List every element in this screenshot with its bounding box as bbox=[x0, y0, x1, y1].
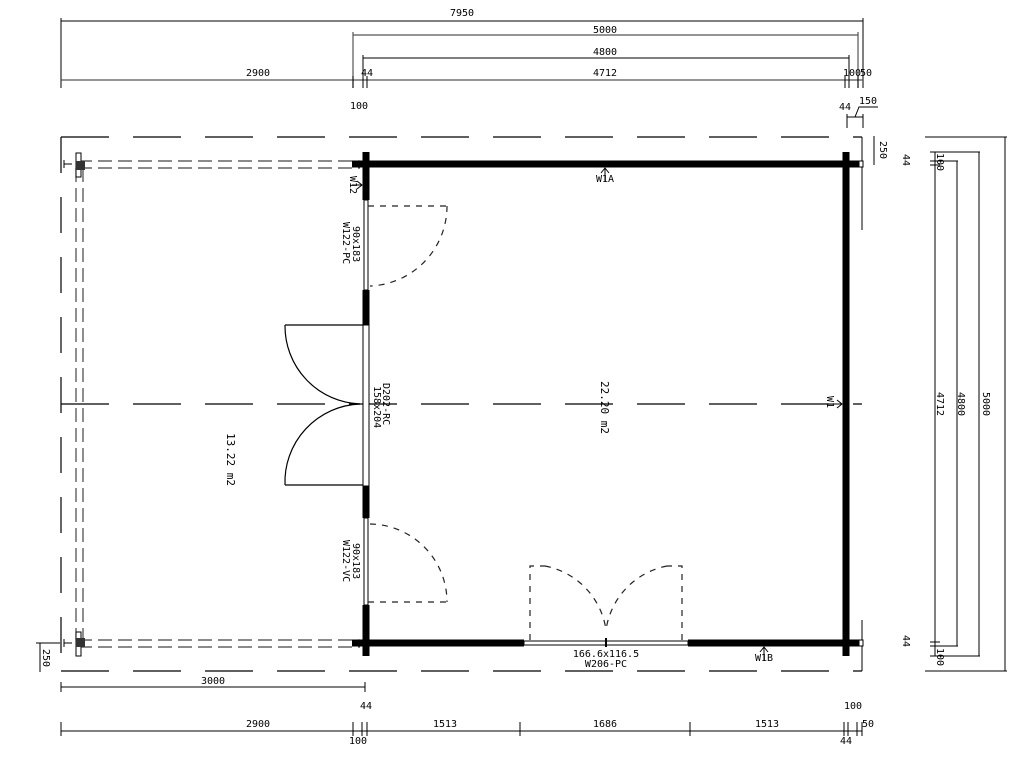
bottom-dimensions: 250 3000 2900 1513 1686 1513 44 100 100 … bbox=[36, 642, 874, 747]
dim-250-left: 250 bbox=[40, 649, 51, 667]
wall-tag-left: W12 bbox=[347, 176, 363, 194]
window-size-label: 166.6x116.5 bbox=[573, 649, 639, 660]
window-w122-pc: 90x183 W122-PC bbox=[340, 199, 448, 291]
dim-right-4800: 4800 bbox=[955, 392, 966, 416]
wall-tag-label: W1B bbox=[755, 653, 773, 664]
dim-bottom-50-right: 50 bbox=[862, 719, 874, 730]
dim-terrace-3000: 3000 bbox=[201, 676, 225, 687]
wall-tag-label: W1A bbox=[596, 174, 614, 185]
dim-chain-100: 100 bbox=[843, 68, 861, 79]
dim-150: 150 bbox=[859, 96, 877, 107]
window-code-label: W122-PC bbox=[340, 222, 351, 264]
wall-tags: W1A W1B W1 W12 bbox=[347, 167, 843, 664]
window-code-label: W206-PC bbox=[585, 659, 627, 670]
terrace-structure bbox=[63, 152, 360, 657]
dim-right-top-44: 44 bbox=[900, 154, 911, 166]
corner-post-bottom bbox=[76, 638, 85, 647]
dim-250-top: 250 bbox=[877, 141, 888, 159]
dim-main-outer: 5000 bbox=[593, 25, 617, 36]
wall-tag-label: W12 bbox=[347, 176, 358, 194]
dim-chain-4712: 4712 bbox=[593, 68, 617, 79]
roof-outline bbox=[60, 136, 863, 672]
dim-chain-50: 50 bbox=[860, 68, 872, 79]
dim-below-100: 100 bbox=[350, 101, 368, 112]
dim-right-top-100: 100 bbox=[934, 153, 945, 171]
window-code-label: W122-VC bbox=[340, 540, 351, 582]
dim-right-bottom-100: 100 bbox=[934, 648, 945, 666]
room-area-terrace: 13.22 m2 bbox=[224, 433, 237, 486]
door-d202-rc: D202-RC 158x204 bbox=[284, 324, 391, 487]
corner-post-top bbox=[76, 161, 85, 170]
dim-bottom-100-right: 100 bbox=[844, 701, 862, 712]
dim-right-5000: 5000 bbox=[980, 392, 991, 416]
dim-chain-44: 44 bbox=[361, 68, 373, 79]
door-code-label: D202-RC bbox=[380, 383, 391, 425]
wall-tag-label: W1 bbox=[824, 396, 835, 408]
wall-tag-right: W1 bbox=[824, 396, 843, 409]
door-size-label: 158x204 bbox=[371, 386, 382, 428]
window-w122-vc: 90x183 W122-VC bbox=[340, 517, 448, 606]
dim-44-right: 44 bbox=[839, 102, 851, 113]
dim-chain-2900: 2900 bbox=[246, 68, 270, 79]
dim-bottom-1686: 1686 bbox=[593, 719, 617, 730]
top-dimensions: 7950 5000 4800 2900 44 4712 100 50 100 4… bbox=[60, 8, 888, 165]
dim-bottom-1513-right: 1513 bbox=[755, 719, 779, 730]
dim-right-4712: 4712 bbox=[934, 392, 945, 416]
dim-main-inner: 4800 bbox=[593, 47, 617, 58]
dim-overall-7950: 7950 bbox=[450, 8, 474, 19]
cabin-walls bbox=[352, 152, 864, 656]
window-size-label: 90x183 bbox=[350, 226, 361, 262]
room-area-cabin: 22.20 m2 bbox=[598, 381, 611, 434]
wall-tag-bottom: W1B bbox=[755, 646, 773, 664]
dim-bottom-44-left: 44 bbox=[360, 701, 372, 712]
window-w206-pc: 166.6x116.5 W206-PC bbox=[523, 565, 689, 670]
dim-bottom-1513-left: 1513 bbox=[433, 719, 457, 730]
dim-bottom-2900: 2900 bbox=[246, 719, 270, 730]
dim-right-bottom-44: 44 bbox=[900, 635, 911, 647]
dim-bottom-44-right: 44 bbox=[840, 736, 852, 747]
wall-tag-top: W1A bbox=[596, 167, 614, 185]
window-size-label: 90x183 bbox=[350, 543, 361, 579]
dim-bottom-100-left: 100 bbox=[349, 736, 367, 747]
right-dimensions: 5000 4800 4712 44 100 44 100 bbox=[900, 136, 1007, 672]
